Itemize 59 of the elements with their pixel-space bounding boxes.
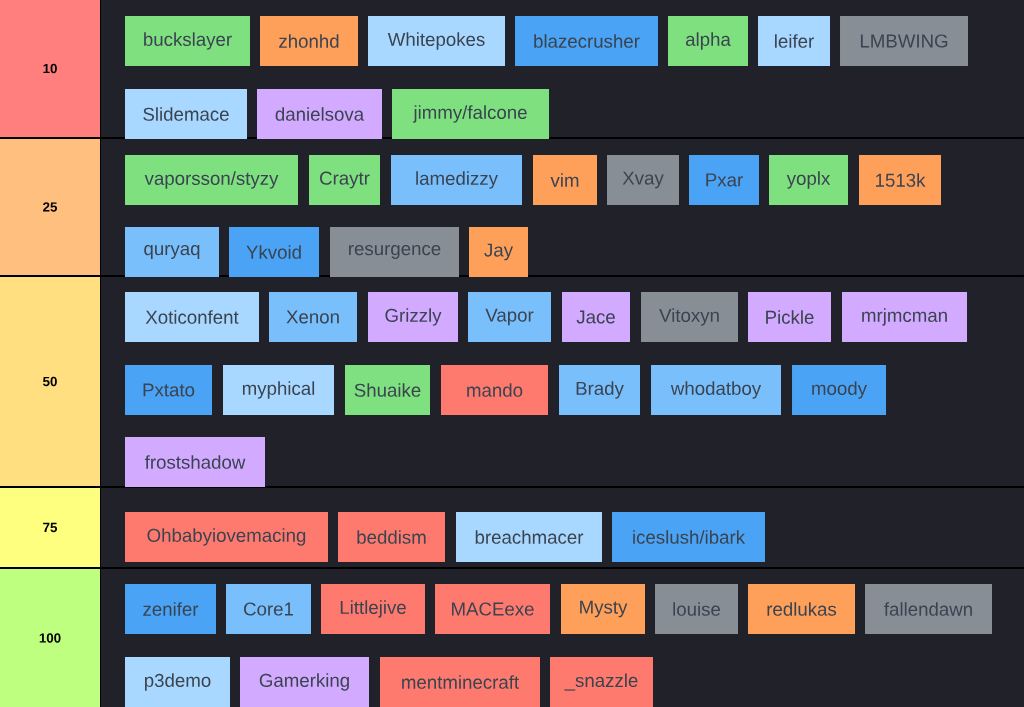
name-chip: Pxar <box>689 155 759 205</box>
name-chip: louise <box>655 584 738 634</box>
tier-label: 100 <box>0 569 100 707</box>
name-chip: breachmacer <box>456 512 602 562</box>
name-chip: buckslayer <box>125 16 250 66</box>
name-chip: iceslush/ibark <box>612 512 765 562</box>
name-chip: mrjmcman <box>842 292 967 342</box>
name-chip: Core1 <box>226 584 311 634</box>
name-chip: Mysty <box>561 584 645 634</box>
name-chip: MACEexe <box>435 584 550 634</box>
name-chip: fallendawn <box>865 584 992 634</box>
name-chip: Littlejive <box>321 584 425 634</box>
name-chip: Shuaike <box>345 365 430 415</box>
name-chip: Xenon <box>269 292 357 342</box>
name-chip: jimmy/falcone <box>392 89 549 139</box>
name-chip: Craytr <box>309 155 380 205</box>
name-chip: lamedizzy <box>391 155 522 205</box>
name-chip: zhonhd <box>260 16 358 66</box>
name-chip: Ykvoid <box>229 227 319 277</box>
name-chip: Brady <box>559 365 640 415</box>
name-chip: Xvay <box>607 155 679 205</box>
name-chip: frostshadow <box>125 437 265 487</box>
name-chip: Whitepokes <box>368 16 505 66</box>
name-chip: moody <box>792 365 886 415</box>
name-chip: quryaq <box>125 227 219 277</box>
name-chip: Slidemace <box>125 89 247 139</box>
name-chip: 1513k <box>859 155 941 205</box>
name-chip: myphical <box>223 365 334 415</box>
name-chip: Vapor <box>468 292 551 342</box>
name-chip: alpha <box>668 16 748 66</box>
tier-label: 75 <box>0 488 100 567</box>
tier-label: 50 <box>0 277 100 486</box>
name-chip: leifer <box>758 16 830 66</box>
name-chip: p3demo <box>125 657 230 707</box>
name-chip: Vitoxyn <box>641 292 738 342</box>
tier-label: 10 <box>0 0 100 137</box>
tier-label: 25 <box>0 139 100 275</box>
name-chip: vim <box>533 155 597 205</box>
name-chip: Pickle <box>748 292 831 342</box>
name-chip: Grizzly <box>368 292 458 342</box>
name-chip: LMBWING <box>840 16 968 66</box>
name-chip: _snazzle <box>550 657 653 707</box>
name-chip: Jay <box>469 227 528 277</box>
name-chip: mentminecraft <box>380 657 540 707</box>
name-chip: beddism <box>338 512 445 562</box>
name-chip: redlukas <box>748 584 855 634</box>
name-chip: Pxtato <box>125 365 212 415</box>
name-chip: vaporsson/styzy <box>125 155 298 205</box>
name-chip: danielsova <box>257 89 382 139</box>
name-chip: Gamerking <box>240 657 369 707</box>
name-chip: yoplx <box>769 155 848 205</box>
name-chip: mando <box>441 365 548 415</box>
name-chip: zenifer <box>125 584 216 634</box>
name-chip: Xoticonfent <box>125 292 259 342</box>
name-chip: Jace <box>562 292 630 342</box>
name-chip: resurgence <box>330 227 459 277</box>
name-chip: whodatboy <box>651 365 781 415</box>
name-chip: Ohbabyiovemacing <box>125 512 328 562</box>
name-chip: blazecrusher <box>515 16 658 66</box>
